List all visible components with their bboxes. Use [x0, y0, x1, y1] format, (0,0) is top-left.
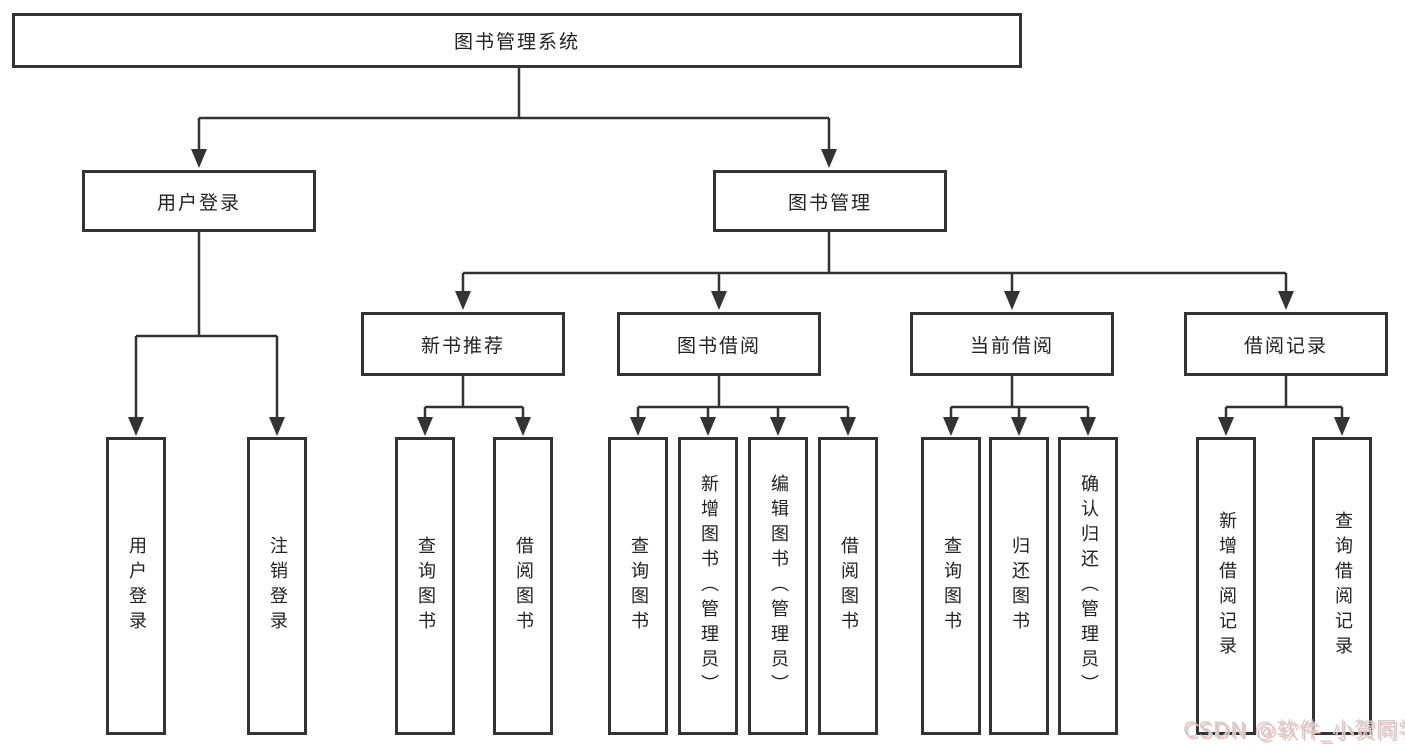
leaf-logout: 注销登录 — [247, 437, 307, 735]
arrow-icon — [700, 417, 716, 436]
leaf-return-book-label: 归还图书 — [1009, 536, 1030, 636]
leaf-edit-book: 编辑图书（管理员） — [748, 437, 808, 735]
leaf-query-book-current: 查询图书 — [921, 437, 981, 735]
arrow-icon — [770, 417, 786, 436]
arrowheads — [128, 149, 1350, 436]
leaf-user-login: 用户登录 — [106, 437, 166, 735]
node-user-login: 用户登录 — [82, 170, 316, 232]
arrow-icon — [1334, 417, 1350, 436]
leaf-return-book: 归还图书 — [989, 437, 1049, 735]
connector-bookmgmt-to-level3 — [461, 232, 1288, 298]
arrow-icon — [1011, 417, 1027, 436]
arrow-icon — [455, 291, 471, 310]
leaf-query-borrow-record-label: 查询借阅记录 — [1332, 511, 1353, 661]
arrow-icon — [1218, 417, 1234, 436]
leaf-borrow-book: 借阅图书 — [818, 437, 878, 735]
leaf-add-book: 新增图书（管理员） — [678, 437, 738, 735]
leaf-add-book-label: 新增图书（管理员） — [698, 473, 719, 699]
node-current-borrow: 当前借阅 — [910, 312, 1114, 376]
node-root: 图书管理系统 — [12, 13, 1022, 68]
connector-current-to-leaves — [949, 376, 1090, 423]
leaf-edit-book-label: 编辑图书（管理员） — [768, 473, 789, 699]
leaf-query-book-recommend: 查询图书 — [395, 437, 455, 735]
leaf-query-book-recommend-label: 查询图书 — [415, 536, 436, 636]
leaf-confirm-return-label: 确认归还（管理员） — [1078, 473, 1099, 699]
leaf-borrow-book-recommend: 借阅图书 — [493, 437, 553, 735]
arrow-icon — [417, 417, 433, 436]
leaf-query-borrow-record: 查询借阅记录 — [1312, 437, 1372, 735]
node-book-borrow: 图书借阅 — [617, 312, 821, 376]
arrow-icon — [1080, 417, 1096, 436]
leaf-borrow-book-label: 借阅图书 — [838, 536, 859, 636]
arrow-icon — [821, 149, 837, 168]
leaf-query-book-borrow-label: 查询图书 — [628, 536, 649, 636]
leaf-add-borrow-record: 新增借阅记录 — [1196, 437, 1256, 735]
csdn-watermark: CSDN @软件_小贺同学 — [1183, 718, 1405, 742]
node-book-borrow-label: 图书借阅 — [676, 334, 761, 357]
connector-userlogin-to-leaves — [134, 232, 279, 423]
arrow-icon — [269, 417, 285, 436]
node-borrow-records-label: 借阅记录 — [1243, 334, 1328, 357]
connector-recommend-to-leaves — [423, 376, 525, 423]
connector-root-to-level2 — [197, 68, 831, 155]
connector-records-to-leaves — [1224, 376, 1344, 423]
node-current-borrow-label: 当前借阅 — [969, 334, 1054, 357]
node-borrow-records: 借阅记录 — [1184, 312, 1388, 376]
arrow-icon — [943, 417, 959, 436]
node-new-book-recommend: 新书推荐 — [361, 312, 565, 376]
arrow-icon — [191, 149, 207, 168]
node-new-book-recommend-label: 新书推荐 — [420, 334, 505, 357]
arrow-icon — [1278, 291, 1294, 310]
arrow-icon — [840, 417, 856, 436]
arrow-icon — [1004, 291, 1020, 310]
connector-borrow-to-leaves — [636, 376, 850, 423]
arrow-icon — [711, 291, 727, 310]
leaf-logout-label: 注销登录 — [267, 536, 288, 636]
node-book-management: 图书管理 — [713, 170, 947, 232]
leaf-user-login-label: 用户登录 — [126, 536, 147, 636]
node-book-management-label: 图书管理 — [787, 191, 872, 214]
leaf-borrow-book-recommend-label: 借阅图书 — [513, 536, 534, 636]
node-user-login-label: 用户登录 — [156, 191, 241, 214]
leaf-add-borrow-record-label: 新增借阅记录 — [1216, 511, 1237, 661]
leaf-query-book-borrow: 查询图书 — [608, 437, 668, 735]
node-root-label: 图书管理系统 — [453, 31, 580, 53]
arrow-icon — [515, 417, 531, 436]
leaf-query-book-current-label: 查询图书 — [941, 536, 962, 636]
arrow-icon — [128, 417, 144, 436]
leaf-confirm-return: 确认归还（管理员） — [1058, 437, 1118, 735]
arrow-icon — [630, 417, 646, 436]
